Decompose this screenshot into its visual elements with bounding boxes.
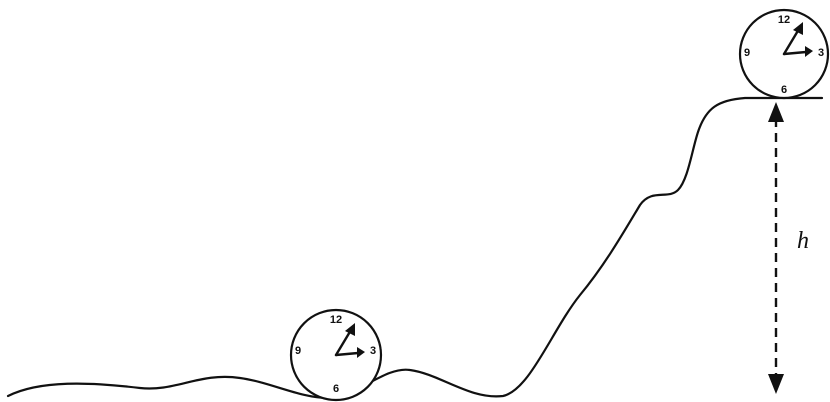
height-indicator: h — [768, 102, 809, 394]
height-arrowhead-top — [768, 102, 784, 122]
terrain-curve — [8, 98, 822, 398]
clock-low-number-6: 6 — [333, 383, 339, 395]
clock-high: 12 3 6 9 — [740, 10, 828, 98]
clock-low-number-12: 12 — [330, 314, 342, 326]
clock-low-number-9: 9 — [295, 345, 301, 357]
height-label: h — [797, 228, 809, 254]
clock-low-number-3: 3 — [370, 345, 376, 357]
clock-high-number-12: 12 — [778, 14, 790, 26]
clock-high-number-3: 3 — [818, 47, 824, 59]
height-arrowhead-bottom — [768, 374, 784, 394]
clock-high-number-9: 9 — [744, 47, 750, 59]
clock-high-number-6: 6 — [781, 84, 787, 96]
clock-low: 12 3 6 9 — [291, 310, 381, 400]
